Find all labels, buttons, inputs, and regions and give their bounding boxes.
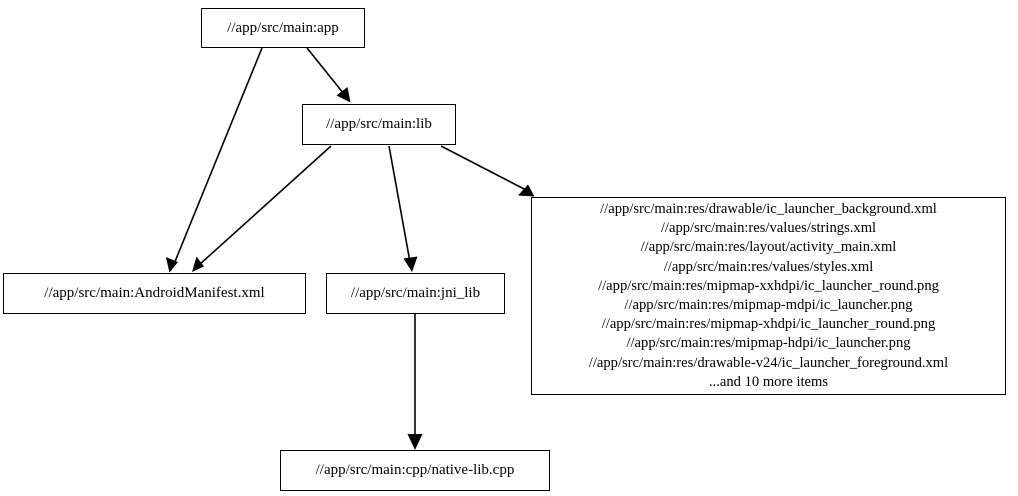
node-native-lib-cpp[interactable]: //app/src/main:cpp/native-lib.cpp	[280, 450, 550, 491]
edge-app-to-manifest	[165, 47, 263, 273]
node-resources[interactable]: //app/src/main:res/drawable/ic_launcher_…	[531, 197, 1006, 395]
edge-app-to-lib	[306, 47, 351, 103]
node-native-lib-cpp-label: //app/src/main:cpp/native-lib.cpp	[315, 462, 515, 478]
node-lib-label: //app/src/main:lib	[326, 116, 432, 132]
edge-lib-to-resources	[440, 145, 535, 197]
edge-lib-to-manifest	[192, 145, 332, 272]
node-jni-lib-label: //app/src/main:jni_lib	[350, 285, 481, 301]
edge-jni-lib-to-native-lib	[407, 314, 423, 450]
node-android-manifest[interactable]: //app/src/main:AndroidManifest.xml	[3, 273, 306, 314]
edge-lib-to-jni-lib	[388, 145, 418, 272]
node-app-label: //app/src/main:app	[227, 19, 339, 36]
node-resources-label: //app/src/main:res/drawable/ic_launcher_…	[588, 200, 949, 390]
node-lib[interactable]: //app/src/main:lib	[302, 104, 456, 145]
node-android-manifest-label: //app/src/main:AndroidManifest.xml	[44, 285, 265, 301]
node-app[interactable]: //app/src/main:app	[201, 8, 365, 48]
node-jni-lib[interactable]: //app/src/main:jni_lib	[326, 273, 505, 314]
